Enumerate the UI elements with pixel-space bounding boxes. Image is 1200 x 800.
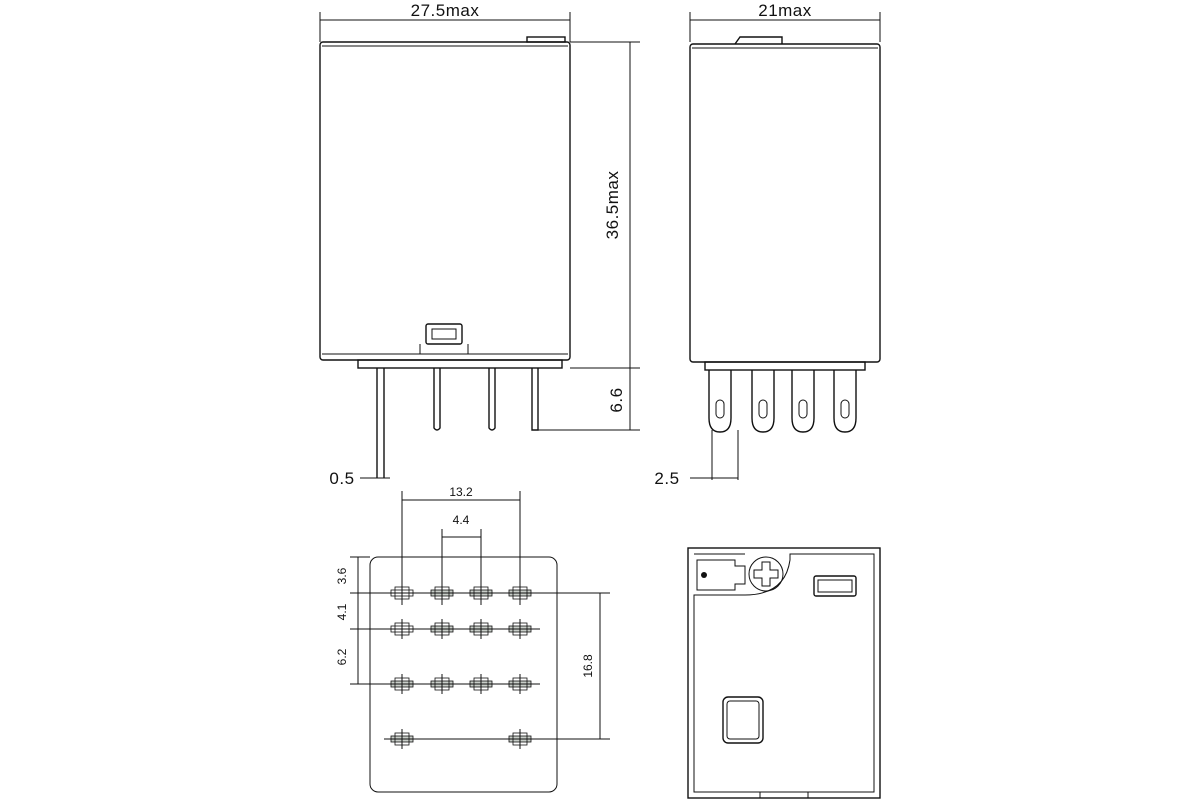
row3-label: 6.2 — [335, 648, 349, 665]
pin-length-label: 6.6 — [607, 387, 626, 412]
side-view: 21max 2.5 — [654, 1, 881, 488]
pin-pad — [463, 583, 499, 603]
pin-pad — [384, 729, 420, 749]
pin-pad — [424, 619, 460, 639]
pin-pad — [424, 674, 460, 694]
vertical-total-label: 16.8 — [581, 654, 595, 678]
pin-pad — [502, 583, 538, 603]
pin-pad — [502, 729, 538, 749]
side-width-label: 21max — [758, 1, 812, 20]
pin-pad — [463, 674, 499, 694]
width-dimension-label: 27.5max — [411, 1, 480, 20]
pcb-footprint-view: 13.2 4.4 3.6 4.1 6.2 16.8 — [335, 485, 610, 793]
bottom-view — [687, 547, 881, 799]
row2-label: 4.1 — [335, 603, 349, 620]
pin-pad — [463, 619, 499, 639]
terminal — [708, 370, 732, 433]
pin-pad — [502, 619, 538, 639]
pitch-label: 4.4 — [453, 513, 470, 527]
front-view: 27.5max 36.5max 6.6 0.5 — [319, 1, 640, 488]
pin-pad — [384, 674, 420, 694]
terminal — [751, 370, 775, 433]
pin-pad — [384, 619, 420, 639]
row1-label: 3.6 — [335, 567, 349, 584]
pin-width-label: 2.5 — [654, 469, 679, 488]
terminal — [791, 370, 815, 433]
pitch-total-label: 13.2 — [449, 485, 473, 499]
height-dimension-label: 36.5max — [603, 171, 622, 240]
pin-pad — [502, 674, 538, 694]
pin-thickness-label: 0.5 — [329, 469, 354, 488]
pin-pad — [424, 583, 460, 603]
terminal — [833, 370, 857, 433]
pin-pad — [384, 583, 420, 603]
